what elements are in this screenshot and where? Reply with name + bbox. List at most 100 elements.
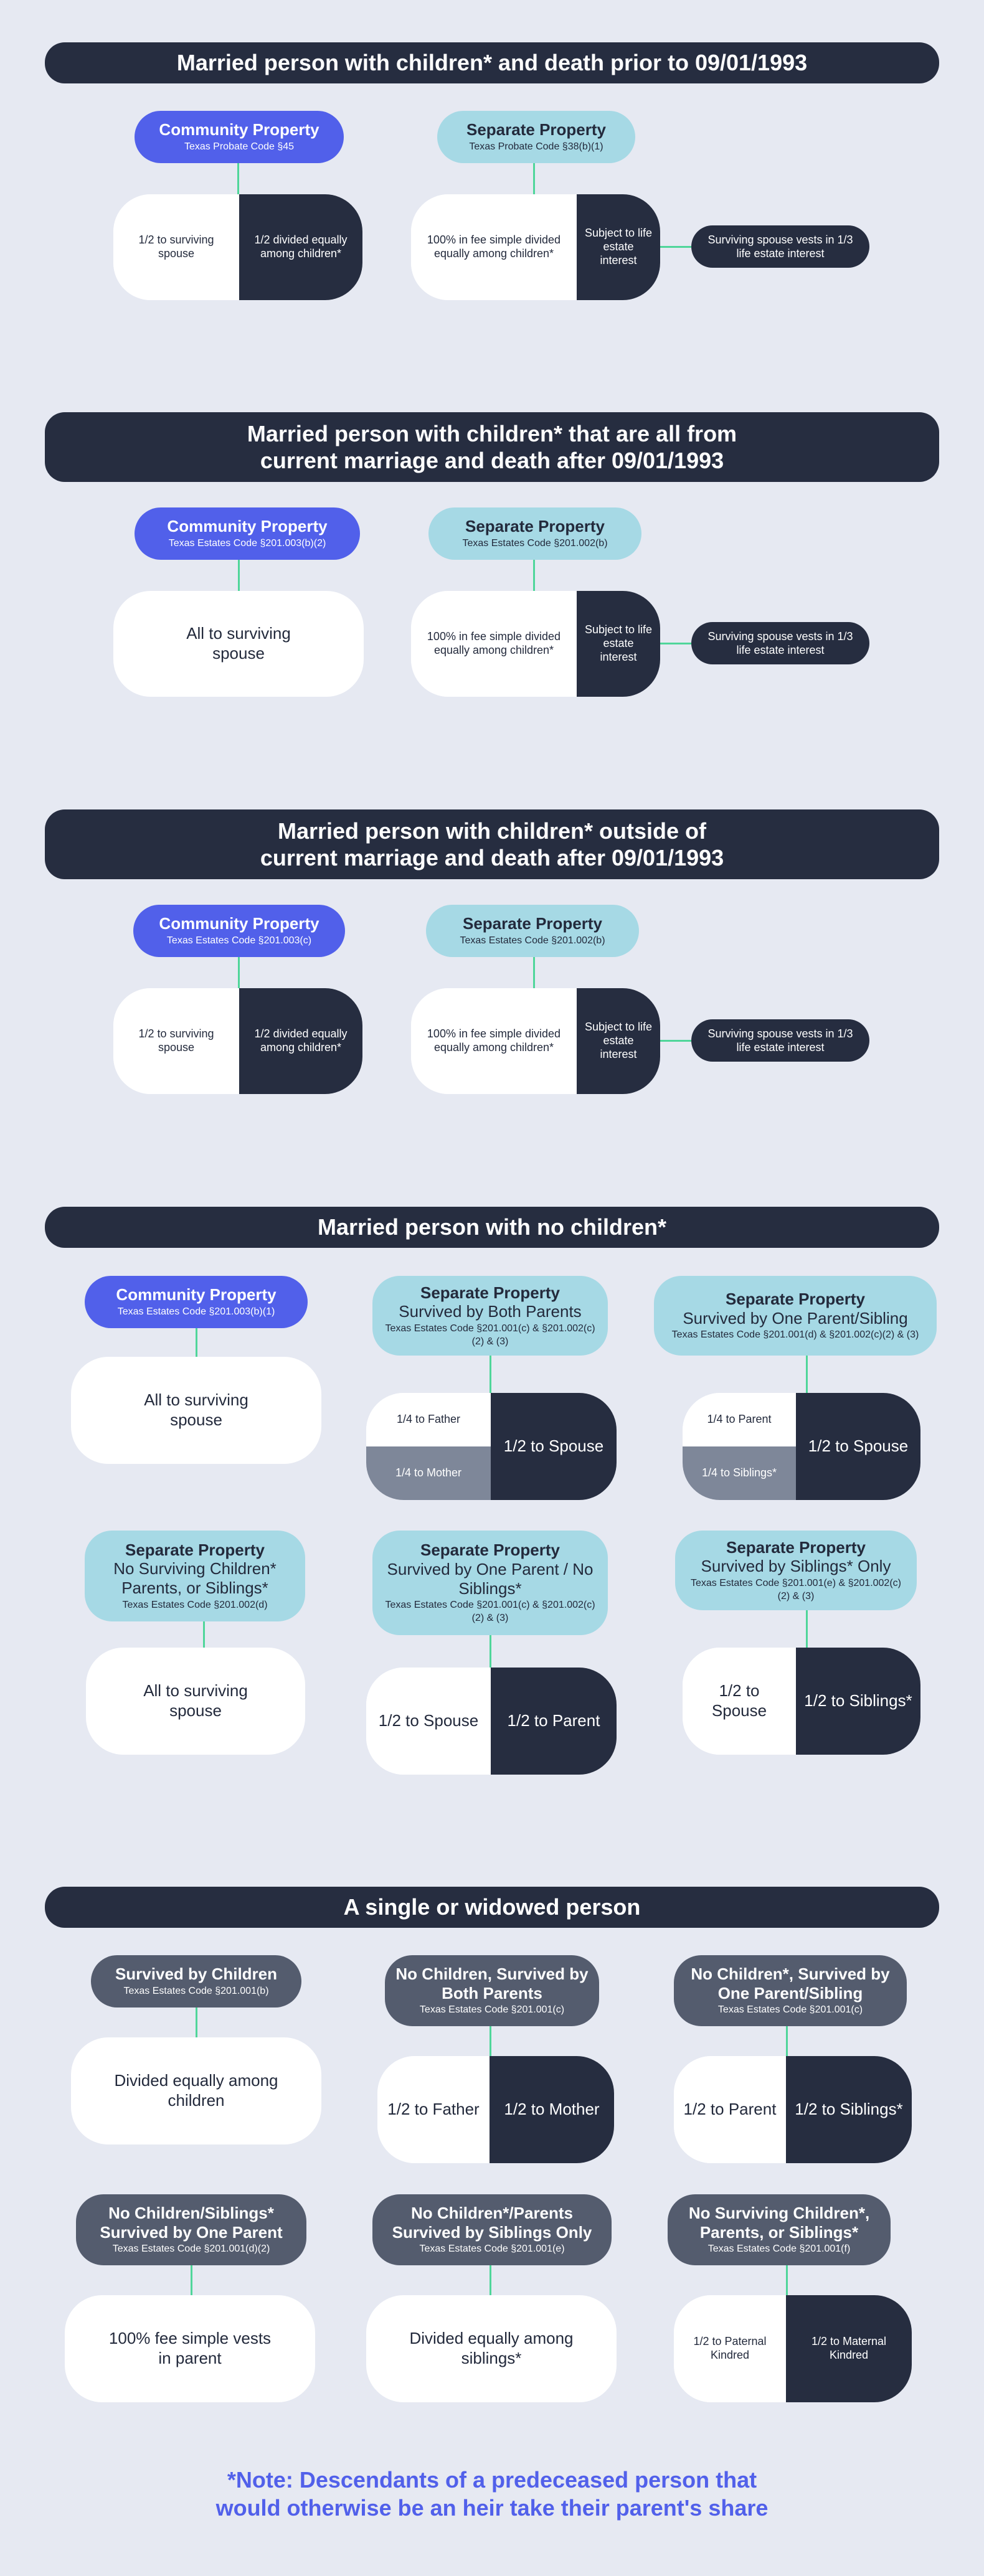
s3-community-right: 1/2 divided equally among children* [239, 988, 362, 1094]
s3-separate-title: Separate Property [463, 914, 602, 933]
s4-e-right: 1/2 to Parent [491, 1668, 617, 1775]
s4-b-bottom: 1/4 to Mother [366, 1446, 491, 1500]
s4-a-pill: Community Property Texas Estates Code §2… [85, 1276, 308, 1328]
s5-c-connector [786, 2026, 788, 2056]
s4-f-left: 1/2 to Spouse [683, 1648, 796, 1755]
s2-community-pill: Community Property Texas Estates Code §2… [135, 507, 360, 560]
s2-community-code: Texas Estates Code §201.003(b)(2) [168, 537, 326, 549]
s4-c-pill: Separate Property Survived by One Parent… [654, 1276, 937, 1356]
s5-a-code: Texas Estates Code §201.001(b) [123, 1985, 269, 1996]
s5-e-pill: No Children*/Parents Survived by Sibling… [372, 2194, 612, 2265]
s5-f-connector [786, 2265, 788, 2295]
s3-community-connector [238, 957, 240, 988]
s2-community-title: Community Property [167, 517, 328, 536]
section-1-title: Married person with children* and death … [176, 50, 808, 76]
s3-separate-code: Texas Estates Code §201.002(b) [460, 935, 605, 946]
s5-f-title: No Surviving Children*, Parents, or Sibl… [688, 2203, 870, 2242]
s4-b-split: 1/4 to Father 1/4 to Mother 1/2 to Spous… [366, 1393, 617, 1500]
s5-d-connector [191, 2265, 192, 2295]
s4-f-code: Texas Estates Code §201.001(e) & §201.00… [691, 1577, 901, 1602]
s4-e-pill: Separate Property Survived by One Parent… [372, 1531, 608, 1635]
s4-f-pill: Separate Property Survived by Siblings* … [675, 1531, 917, 1610]
s4-b-code: Texas Estates Code §201.001(c) & §201.00… [385, 1323, 595, 1347]
s2-community-all: All to surviving spouse [113, 591, 364, 697]
s5-f-right: 1/2 to Maternal Kindred [786, 2295, 912, 2402]
footnote-line1: *Note: Descendants of a predeceased pers… [227, 2467, 757, 2493]
s1-separate-split: 100% in fee simple divided equally among… [411, 194, 660, 300]
s5-c-code: Texas Estates Code §201.001(c) [717, 2004, 863, 2016]
s5-c-split: 1/2 to Parent 1/2 to Siblings* [674, 2056, 912, 2163]
s4-d-title1: Separate Property [125, 1540, 265, 1559]
s5-f-pill: No Surviving Children*, Parents, or Sibl… [668, 2194, 891, 2265]
s4-a-text: All to surviving spouse [71, 1357, 321, 1464]
s2-separate-left: 100% in fee simple divided equally among… [411, 591, 577, 697]
s2-separate-right: Subject to life estate interest [577, 591, 660, 697]
s5-a-title: Survived by Children [115, 1965, 278, 1984]
s1-community-left: 1/2 to surviving spouse [113, 194, 239, 300]
s5-a-text: Divided equally among children [71, 2037, 321, 2144]
s3-community-code: Texas Estates Code §201.003(c) [166, 935, 312, 946]
s2-community-result: All to surviving spouse [113, 591, 364, 697]
s3-side-text: Surviving spouse vests in 1/3 life estat… [707, 1027, 853, 1054]
s5-c-right: 1/2 to Siblings* [786, 2056, 912, 2163]
s3-community-left: 1/2 to surviving spouse [113, 988, 239, 1094]
s3-community-pill: Community Property Texas Estates Code §2… [133, 905, 345, 957]
s4-d-result: All to surviving spouse [86, 1648, 305, 1755]
s2-separate-code: Texas Estates Code §201.002(b) [462, 537, 608, 549]
s4-a-result: All to surviving spouse [71, 1357, 321, 1464]
section-3-title-line1: Married person with children* outside of [277, 818, 707, 844]
s5-b-pill: No Children, Survived by Both Parents Te… [385, 1955, 599, 2026]
s4-c-split: 1/4 to Parent 1/4 to Siblings* 1/2 to Sp… [683, 1393, 920, 1500]
s5-f-split: 1/2 to Paternal Kindred 1/2 to Maternal … [674, 2295, 912, 2402]
s4-b-pill: Separate Property Survived by Both Paren… [372, 1276, 608, 1356]
s3-separate-left: 100% in fee simple divided equally among… [411, 988, 577, 1094]
s4-a-code: Texas Estates Code §201.003(b)(1) [117, 1306, 275, 1317]
s1-separate-connector [533, 163, 535, 194]
s2-side-connector [660, 643, 691, 644]
s4-b-connector [490, 1356, 491, 1393]
section-5-banner: A single or widowed person [45, 1887, 939, 1928]
s5-b-code: Texas Estates Code §201.001(c) [419, 2004, 565, 2016]
s1-side-note: Surviving spouse vests in 1/3 life estat… [691, 225, 869, 268]
s4-a-title: Community Property [116, 1285, 277, 1305]
s4-f-title1: Separate Property [726, 1537, 866, 1557]
s5-b-left: 1/2 to Father [377, 2056, 490, 2163]
s4-e-split: 1/2 to Spouse 1/2 to Parent [366, 1668, 617, 1775]
s1-side-text: Surviving spouse vests in 1/3 life estat… [707, 233, 853, 260]
s4-d-title2: No Surviving Children* Parents, or Sibli… [113, 1559, 277, 1597]
s3-separate-right: Subject to life estate interest [577, 988, 660, 1094]
s4-f-split: 1/2 to Spouse 1/2 to Siblings* [683, 1648, 920, 1755]
s5-d-pill: No Children/Siblings* Survived by One Pa… [76, 2194, 306, 2265]
s5-e-title: No Children*/Parents Survived by Sibling… [392, 2203, 592, 2242]
s5-e-code: Texas Estates Code §201.001(e) [419, 2243, 565, 2255]
s1-community-title: Community Property [159, 120, 319, 139]
s5-c-left: 1/2 to Parent [674, 2056, 786, 2163]
s5-b-split: 1/2 to Father 1/2 to Mother [377, 2056, 614, 2163]
s5-a-result: Divided equally among children [71, 2037, 321, 2144]
s2-side-note: Surviving spouse vests in 1/3 life estat… [691, 622, 869, 664]
s1-community-code: Texas Probate Code §45 [184, 141, 295, 152]
s5-e-connector [490, 2265, 491, 2295]
s4-b-title2: Survived by Both Parents [399, 1302, 582, 1321]
s5-b-right: 1/2 to Mother [490, 2056, 614, 2163]
s4-e-left: 1/2 to Spouse [366, 1668, 491, 1775]
s1-community-connector [237, 163, 239, 194]
s3-separate-connector [533, 957, 535, 988]
section-4-banner: Married person with no children* [45, 1207, 939, 1248]
s1-separate-pill: Separate Property Texas Probate Code §38… [437, 111, 635, 163]
s4-e-code: Texas Estates Code §201.001(c) & §201.00… [385, 1600, 595, 1623]
s4-d-connector [203, 1621, 205, 1648]
s5-a-pill: Survived by Children Texas Estates Code … [91, 1955, 301, 2007]
s4-c-title1: Separate Property [726, 1289, 865, 1308]
s4-c-right: 1/2 to Spouse [796, 1393, 920, 1500]
s5-e-result: Divided equally among siblings* [366, 2295, 617, 2402]
s5-d-code: Texas Estates Code §201.001(d)(2) [112, 2243, 270, 2255]
s4-c-connector [806, 1356, 808, 1393]
section-3-banner: Married person with children* outside of… [45, 809, 939, 879]
s1-separate-right: Subject to life estate interest [577, 194, 660, 300]
s2-separate-connector [533, 560, 535, 591]
s1-side-connector [660, 246, 691, 248]
s3-separate-pill: Separate Property Texas Estates Code §20… [426, 905, 639, 957]
s3-separate-split: 100% in fee simple divided equally among… [411, 988, 660, 1094]
section-2-title-line2: current marriage and death after 09/01/1… [260, 448, 724, 473]
